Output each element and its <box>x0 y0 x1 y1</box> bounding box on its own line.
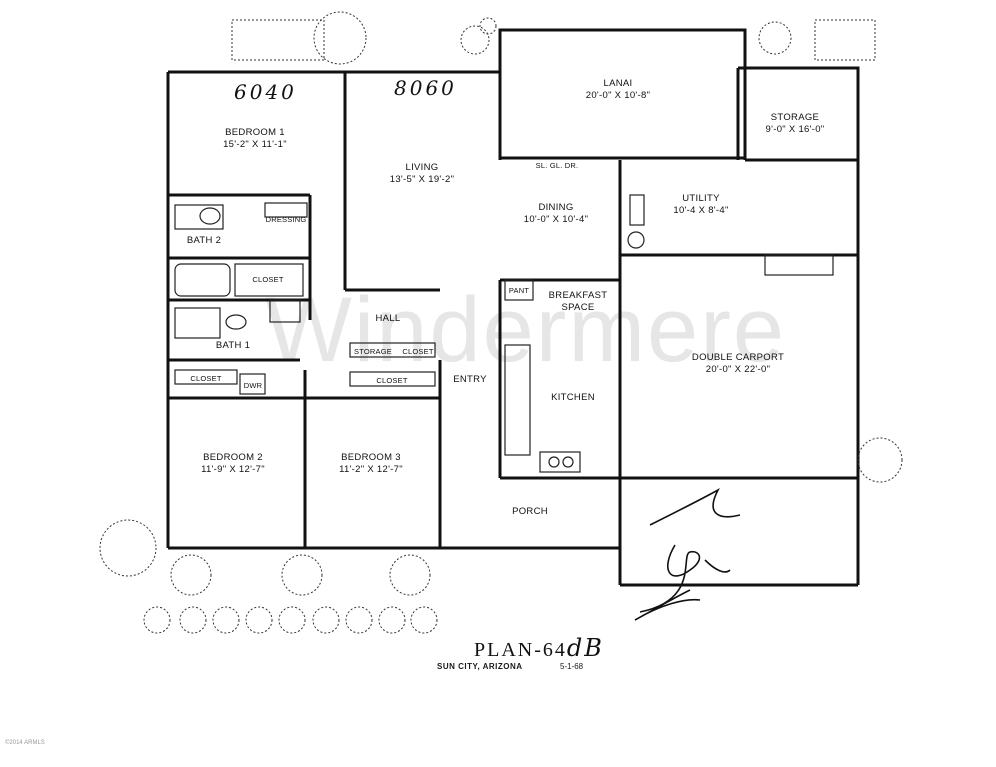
dwr-box <box>239 373 266 395</box>
room-name: BEDROOM 1 <box>225 127 285 138</box>
plan-title: PLAN-64dB <box>474 634 604 662</box>
bath2-vanity <box>174 204 224 230</box>
room-hall: HALL <box>375 313 401 324</box>
walls <box>166 28 860 587</box>
room-storage: STORAGE 9'-0" X 16'-0" <box>766 112 825 136</box>
room-bath-1: BATH 1 <box>215 340 251 351</box>
fixtures <box>174 194 834 473</box>
room-carport: DOUBLE CARPORT 20'-0" X 22'-0" <box>692 352 784 376</box>
room-name: LANAI <box>603 78 633 89</box>
room-bedroom-3: BEDROOM 3 11'-2" X 12'-7" <box>339 452 403 476</box>
label-dressing: DRESSING <box>265 215 307 224</box>
bath1-toilet <box>225 314 247 330</box>
room-dimensions: 9'-0" X 16'-0" <box>765 124 825 135</box>
label-closet-hall: CLOSET <box>402 347 434 356</box>
handwritten-window-code-a: 6040 <box>234 80 297 104</box>
kitchen-sink <box>539 451 581 473</box>
closet-bed2-box <box>174 369 238 385</box>
bath2-tub <box>174 263 231 297</box>
pantry-box <box>504 279 534 301</box>
room-living: LIVING 13'-5" X 19'-2" <box>390 162 455 186</box>
bath1-vanity <box>174 307 221 339</box>
room-dimensions: 15'-2" X 11'-1" <box>223 139 287 150</box>
room-name: DOUBLE CARPORT <box>691 352 785 363</box>
plan-location: SUN CITY, ARIZONA <box>437 662 523 671</box>
room-name: STORAGE <box>770 112 820 123</box>
signature-scribble <box>634 488 741 621</box>
room-kitchen: KITCHEN <box>551 392 595 403</box>
room-name: UTILITY <box>682 193 720 204</box>
room-breakfast-space: BREAKFAST SPACE <box>548 290 608 313</box>
bath2-toilet <box>199 207 221 225</box>
label-closet-bath2: CLOSET <box>252 275 284 284</box>
room-name: BEDROOM 3 <box>341 452 401 463</box>
utility-tank <box>627 231 645 249</box>
closet-bath2-box <box>234 263 304 297</box>
room-name: LIVING <box>405 162 439 173</box>
plan-suffix-handwritten: dB <box>566 634 604 662</box>
label-closet-bed3: CLOSET <box>376 376 408 385</box>
shrubs-bottom <box>99 437 903 634</box>
room-bedroom-1: BEDROOM 1 15'-2" X 11'-1" <box>223 127 287 151</box>
room-dimensions: 10'-4 X 8'-4" <box>673 205 729 216</box>
label-storage-hall: STORAGE <box>354 347 392 356</box>
room-bath-2: BATH 2 <box>186 235 222 246</box>
label-sliding-door: SL. GL. DR. <box>535 161 579 170</box>
room-porch: PORCH <box>512 506 548 517</box>
room-dimensions: 13'-5" X 19'-2" <box>389 174 455 185</box>
room-dimensions: 20'-0" X 22'-0" <box>705 364 771 375</box>
room-dimensions: 20'-0" X 10'-8" <box>585 90 651 101</box>
room-name: BEDROOM 2 <box>203 452 263 463</box>
label-pantry: PANT <box>508 286 530 295</box>
room-dimensions: 11'-9" X 12'-7" <box>201 464 265 475</box>
hall-storage-box <box>349 342 436 358</box>
counter-left <box>504 344 531 456</box>
room-dining: DINING 10'-0" X 10'-4" <box>524 202 589 226</box>
room-name: DINING <box>538 202 574 213</box>
room-bedroom-2: BEDROOM 2 11'-9" X 12'-7" <box>201 452 265 476</box>
closet-bed3-box <box>349 371 436 387</box>
shrubs-top <box>231 11 876 65</box>
room-dimensions: 10'-0" X 10'-4" <box>523 214 589 225</box>
dressing-box <box>264 202 308 218</box>
room-dimensions: 11'-2" X 12'-7" <box>339 464 403 475</box>
plan-date: 5-1-68 <box>560 662 584 671</box>
water-heater <box>629 194 645 226</box>
plan-number: PLAN-64 <box>474 639 567 661</box>
room-lanai: LANAI 20'-0" X 10'-8" <box>586 78 651 102</box>
room-utility: UTILITY 10'-4 X 8'-4" <box>673 193 728 217</box>
label-dwr: DWR <box>243 381 263 390</box>
copyright-notice: ©2014 ARMLS <box>5 740 45 746</box>
label-closet-bed2: CLOSET <box>190 374 222 383</box>
handwritten-window-code-b: 8060 <box>394 76 457 100</box>
room-entry: ENTRY <box>453 374 487 385</box>
